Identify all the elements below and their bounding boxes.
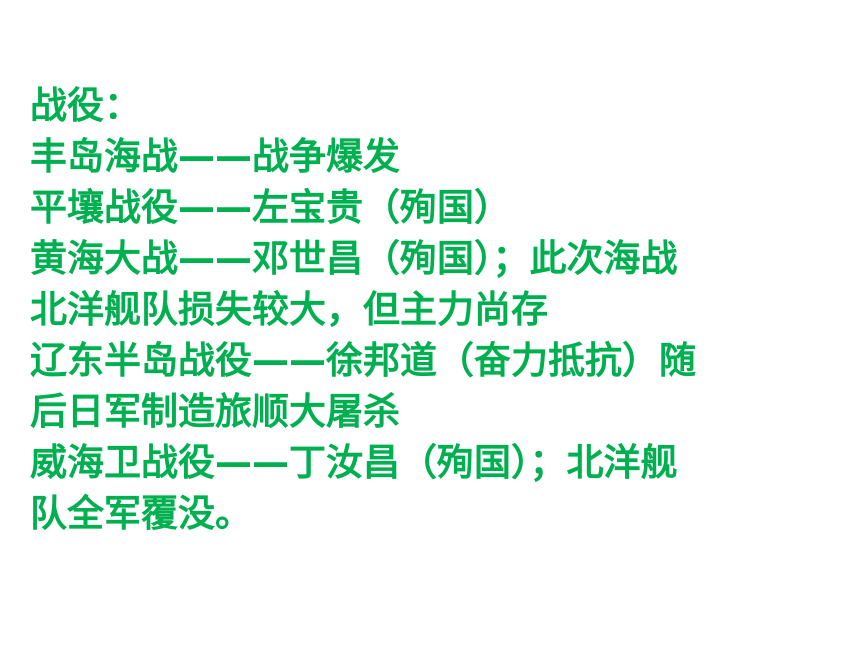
text-line: 辽东半岛战役——徐邦道（奋力抵抗）随 xyxy=(30,339,696,382)
text-line-heading: 战役： xyxy=(30,84,141,127)
text-line: 威海卫战役——丁汝昌（殉国）；北洋舰 xyxy=(30,441,678,484)
text-line: 队全军覆没。 xyxy=(30,492,252,535)
text-line: 平壤战役——左宝贵（殉国） xyxy=(30,186,511,229)
text-line: 北洋舰队损失较大，但主力尚存 xyxy=(30,288,548,331)
text-line: 黄海大战——邓世昌（殉国）；此次海战 xyxy=(30,237,678,280)
text-line: 丰岛海战——战争爆发 xyxy=(30,135,400,178)
text-line: 后日军制造旅顺大屠杀 xyxy=(30,390,400,433)
text-body: 战役： 丰岛海战——战争爆发 平壤战役——左宝贵（殉国） 黄海大战——邓世昌（殉… xyxy=(30,80,830,539)
